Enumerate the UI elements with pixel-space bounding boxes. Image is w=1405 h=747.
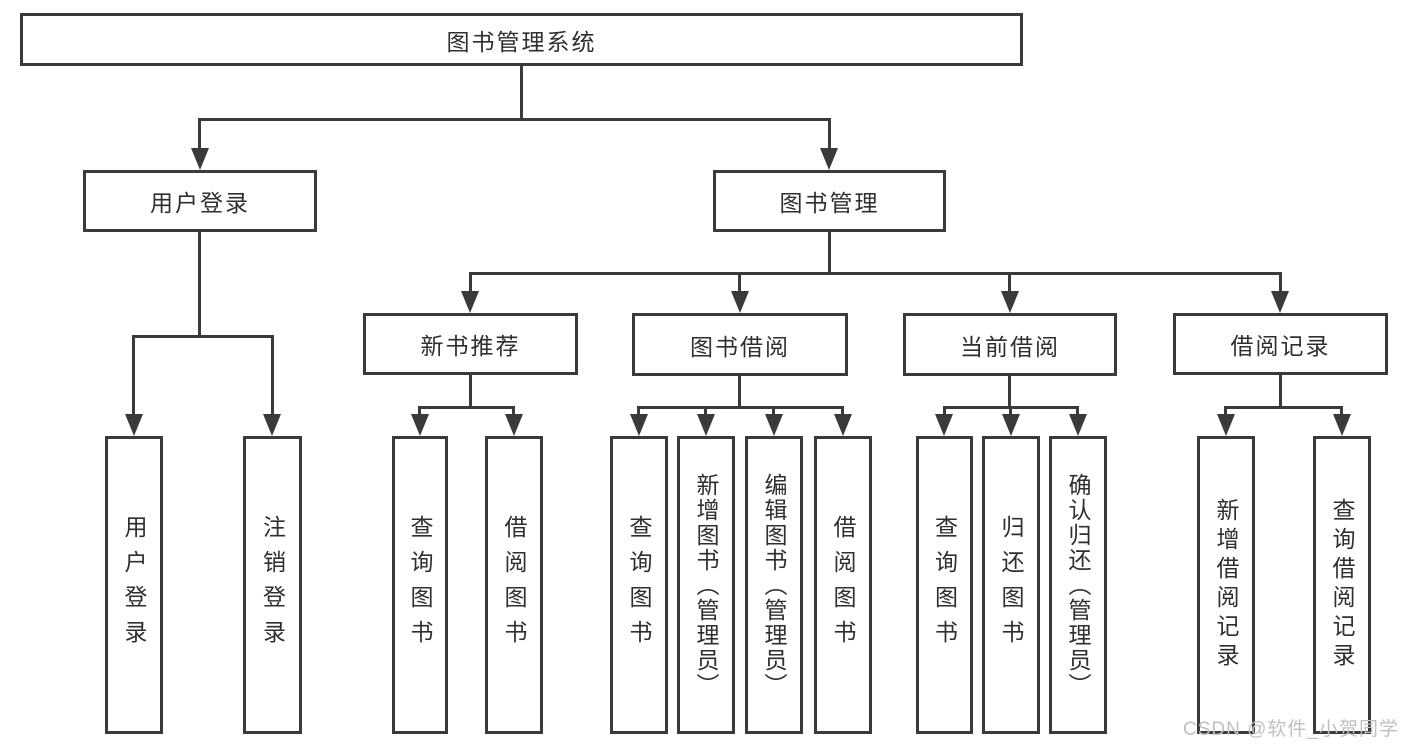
connector-vline bbox=[469, 272, 472, 293]
node-library-management-system: 图书管理系统 bbox=[20, 13, 1023, 66]
connector-hline bbox=[1224, 406, 1343, 409]
connector-vline bbox=[828, 118, 831, 150]
arrowhead-down-icon bbox=[263, 414, 281, 436]
connector-vline bbox=[738, 272, 741, 293]
arrowhead-down-icon bbox=[1217, 414, 1235, 436]
connector-vline bbox=[1224, 406, 1227, 416]
connector-hline bbox=[418, 406, 515, 409]
leaf-user-login: 用户登录 bbox=[105, 436, 163, 734]
connector-hline bbox=[637, 406, 844, 409]
arrowhead-down-icon bbox=[1271, 291, 1289, 313]
arrowhead-down-icon bbox=[411, 414, 429, 436]
csdn-watermark: CSDN @软件_小贺同学 bbox=[1183, 719, 1399, 740]
connector-hline bbox=[469, 272, 1282, 275]
leaf-edit-book-admin: 编辑图书（管理员） bbox=[745, 436, 803, 734]
leaf-add-book-admin: 新增图书（管理员） bbox=[677, 436, 735, 734]
leaf-confirm-return-admin: 确认归还（管理员） bbox=[1049, 436, 1107, 734]
leaf-query-borrow-record: 查询借阅记录 bbox=[1313, 436, 1371, 734]
leaf-add-borrow-record: 新增借阅记录 bbox=[1197, 436, 1255, 734]
leaf-return-book: 归还图书 bbox=[982, 436, 1040, 734]
connector-vline bbox=[418, 406, 421, 416]
arrowhead-down-icon bbox=[935, 414, 953, 436]
connector-vline bbox=[1340, 406, 1343, 416]
leaf-query-books-borrow: 查询图书 bbox=[610, 436, 668, 734]
connector-vline bbox=[704, 406, 707, 416]
node-current-borrow: 当前借阅 bbox=[903, 313, 1117, 376]
arrowhead-down-icon bbox=[820, 148, 838, 170]
connector-vline bbox=[512, 406, 515, 416]
node-book-borrow: 图书借阅 bbox=[632, 313, 848, 376]
connector-vline bbox=[198, 118, 201, 150]
arrowhead-down-icon bbox=[765, 414, 783, 436]
arrowhead-down-icon bbox=[505, 414, 523, 436]
connector-vline bbox=[637, 406, 640, 416]
arrowhead-down-icon bbox=[731, 291, 749, 313]
arrowhead-down-icon bbox=[191, 148, 209, 170]
arrowhead-down-icon bbox=[1069, 414, 1087, 436]
connector-vline bbox=[198, 232, 201, 338]
arrowhead-down-icon bbox=[1333, 414, 1351, 436]
connector-vline bbox=[271, 335, 274, 416]
leaf-query-books-recommend: 查询图书 bbox=[392, 436, 448, 734]
connector-vline bbox=[1008, 272, 1011, 293]
connector-vline bbox=[828, 232, 831, 275]
arrowhead-down-icon bbox=[1001, 291, 1019, 313]
leaf-query-books-current: 查询图书 bbox=[916, 436, 973, 734]
node-user-login: 用户登录 bbox=[83, 170, 317, 232]
arrowhead-down-icon bbox=[630, 414, 648, 436]
leaf-logout: 注销登录 bbox=[243, 436, 302, 734]
arrowhead-down-icon bbox=[1002, 414, 1020, 436]
arrowhead-down-icon bbox=[834, 414, 852, 436]
connector-vline bbox=[772, 406, 775, 416]
node-borrow-records: 借阅记录 bbox=[1173, 313, 1388, 375]
leaf-borrow-books-recommend: 借阅图书 bbox=[485, 436, 543, 734]
connector-vline bbox=[1279, 272, 1282, 293]
arrowhead-down-icon bbox=[697, 414, 715, 436]
node-new-book-recommend: 新书推荐 bbox=[363, 313, 578, 375]
arrowhead-down-icon bbox=[461, 291, 479, 313]
connector-hline bbox=[198, 118, 831, 121]
connector-vline bbox=[943, 406, 946, 416]
connector-vline bbox=[1279, 375, 1282, 409]
leaf-borrow-books: 借阅图书 bbox=[814, 436, 872, 734]
connector-vline bbox=[132, 335, 135, 416]
connector-vline bbox=[738, 376, 741, 409]
node-book-management: 图书管理 bbox=[713, 170, 946, 232]
connector-vline bbox=[841, 406, 844, 416]
connector-vline bbox=[520, 66, 523, 121]
connector-vline bbox=[1009, 406, 1012, 416]
connector-vline bbox=[469, 375, 472, 409]
arrowhead-down-icon bbox=[125, 414, 143, 436]
connector-vline bbox=[1076, 406, 1079, 416]
connector-vline bbox=[1008, 376, 1011, 409]
connector-hline bbox=[132, 335, 274, 338]
